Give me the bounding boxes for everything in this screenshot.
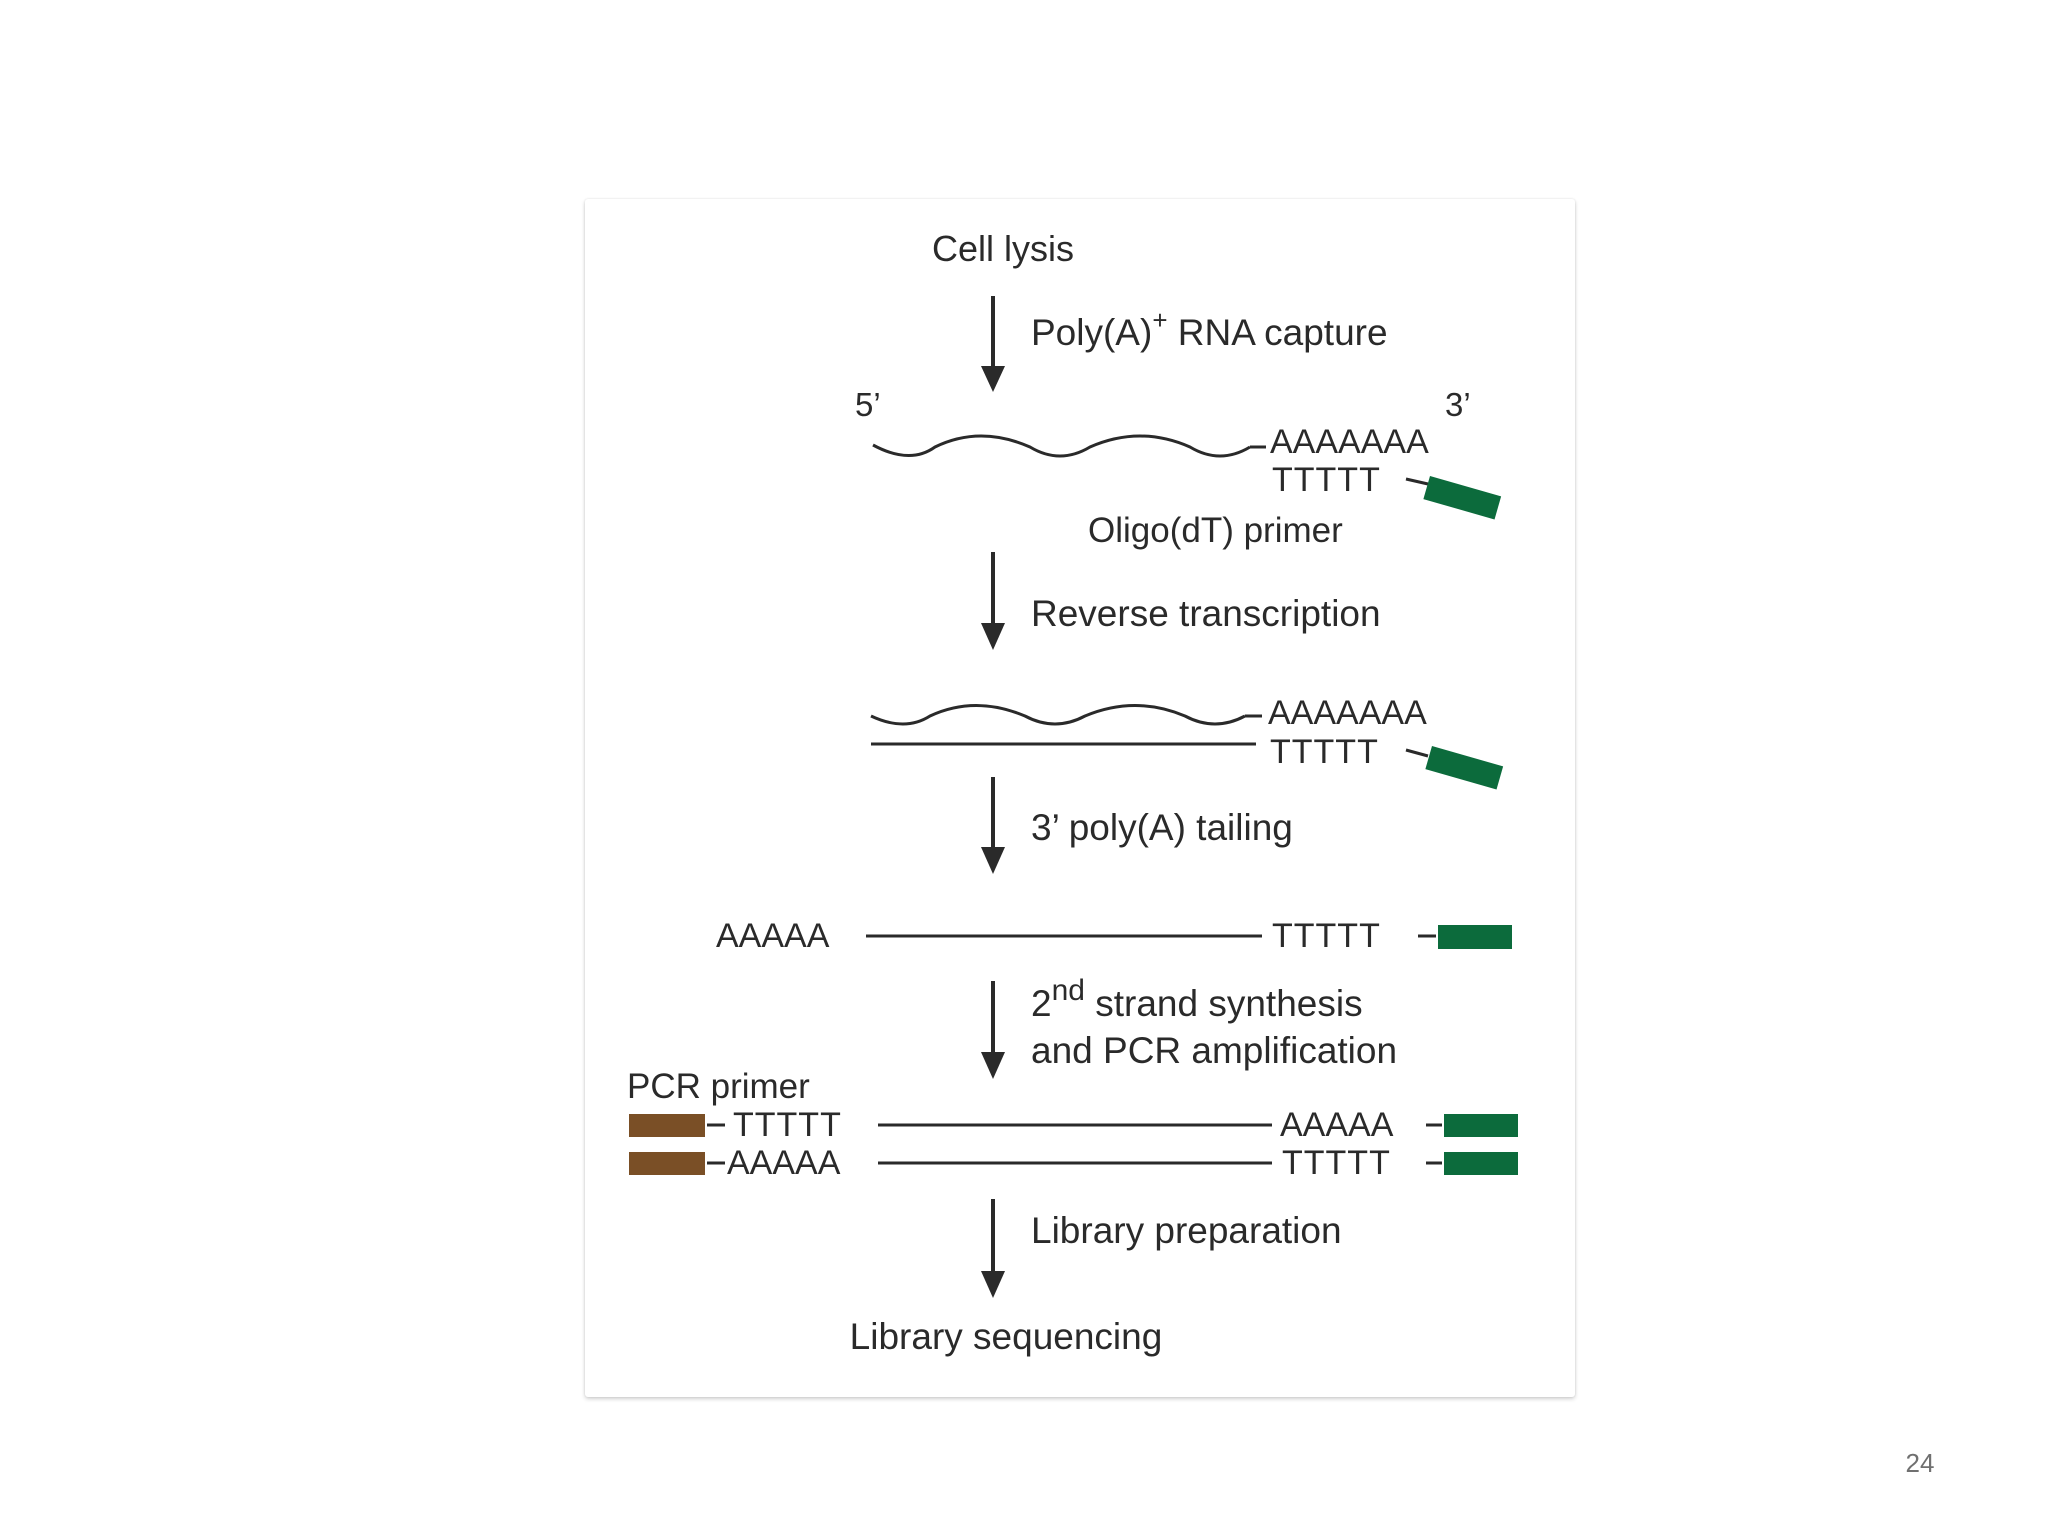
oligo-dt-tag-2 <box>1425 746 1504 790</box>
mrna-strand-2 <box>870 704 1246 726</box>
mrna-strand-1 <box>872 434 1251 458</box>
step-pcr-amplification: and PCR amplification <box>1031 1030 1397 1071</box>
arrow-1-head <box>981 366 1005 392</box>
step-library-preparation: Library preparation <box>1031 1210 1342 1251</box>
step-polya-tailing: 3’ poly(A) tailing <box>1031 807 1293 848</box>
polya-strand-bottom: AAAAA <box>727 1144 841 1182</box>
figure-card <box>585 199 1575 1397</box>
label-pcr-primer: PCR primer <box>627 1067 810 1106</box>
arrow-2-head <box>981 623 1005 650</box>
polya-tail-cdna: AAAAA <box>716 917 830 955</box>
polya-tail-2: AAAAAAA <box>1268 694 1427 732</box>
step-library-sequencing: Library sequencing <box>850 1316 1163 1357</box>
oligo-dt-1: TTTTT <box>1272 461 1381 499</box>
oligo-dt-tag-5 <box>1444 1152 1518 1175</box>
label-five-prime: 5’ <box>855 386 881 423</box>
label-oligo-dt-primer: Oligo(dT) primer <box>1088 511 1343 550</box>
polya-tail-1: AAAAAAA <box>1270 423 1429 461</box>
oligo-dt-2-linker <box>1405 748 1429 758</box>
oligo-dt-tag-3 <box>1438 925 1512 949</box>
pcr-primer-tag-2 <box>629 1152 705 1175</box>
polya-strand-top: AAAAA <box>1280 1106 1394 1144</box>
pcr-primer-tag-1 <box>629 1114 705 1137</box>
label-three-prime: 3’ <box>1445 386 1471 423</box>
polyt-strand-bottom: TTTTT <box>1282 1144 1391 1182</box>
step-reverse-transcription: Reverse transcription <box>1031 593 1381 634</box>
arrow-4-head <box>981 1052 1005 1079</box>
step-polya-capture: Poly(A)+ RNA capture <box>1031 305 1388 353</box>
oligo-dt-tag-4 <box>1444 1114 1518 1137</box>
oligo-dt-3: TTTTT <box>1272 917 1381 955</box>
oligo-dt-tag-1 <box>1423 476 1502 520</box>
oligo-dt-1-linker <box>1405 477 1429 486</box>
arrow-3-head <box>981 847 1005 874</box>
oligo-dt-2: TTTTT <box>1270 733 1379 771</box>
page-number: 24 <box>1905 1448 1935 1478</box>
step-cell-lysis: Cell lysis <box>932 228 1074 269</box>
step-second-strand: 2nd strand synthesis <box>1031 974 1363 1024</box>
polyt-strand-top: TTTTT <box>733 1106 842 1144</box>
arrow-5-head <box>981 1271 1005 1298</box>
